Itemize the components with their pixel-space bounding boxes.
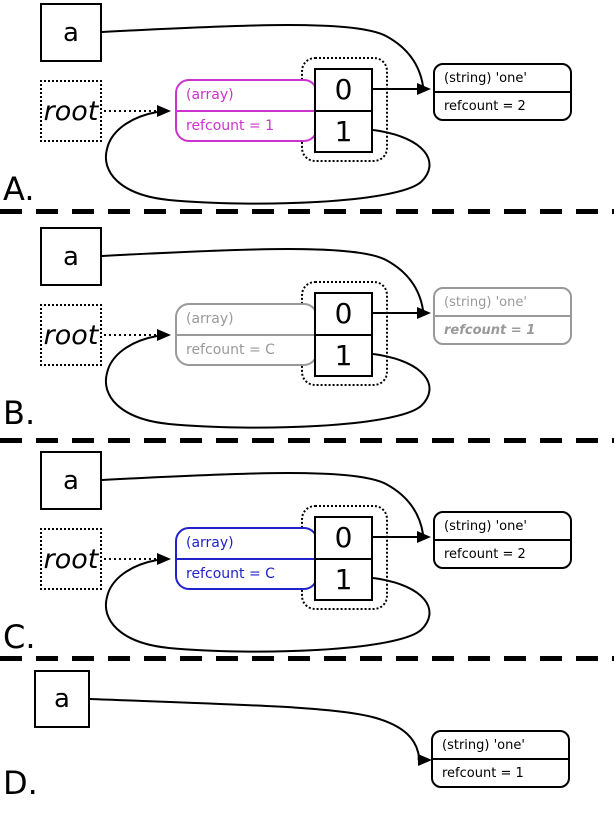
root-box: root xyxy=(40,528,102,590)
string-divider xyxy=(433,758,568,760)
root-label: root xyxy=(43,543,99,575)
variable-label: a xyxy=(63,17,79,48)
variable-label: a xyxy=(54,684,70,714)
array-refcount-label: refcount = C xyxy=(186,565,275,582)
string-divider xyxy=(435,539,570,541)
cell-divider xyxy=(316,333,371,336)
panel-label-b: B. xyxy=(3,394,36,432)
string-refcount-label: refcount = 2 xyxy=(444,98,526,114)
panel-d: a (string) 'one' refcount = 1 D. xyxy=(0,660,614,814)
panel-separator xyxy=(0,209,614,214)
string-node: (string) 'one' refcount = 2 xyxy=(433,511,572,569)
panel-label-c: C. xyxy=(3,618,36,656)
string-refcount-label: refcount = 1 xyxy=(444,322,536,338)
array-node: (array) refcount = 1 xyxy=(175,79,318,142)
string-type-label: (string) 'one' xyxy=(444,518,527,534)
string-refcount-label: refcount = 1 xyxy=(442,765,524,781)
string-node: (string) 'one' refcount = 2 xyxy=(433,63,572,121)
panel-separator xyxy=(0,438,614,443)
panel-a: a root (array) refcount = 1 0 1 (string)… xyxy=(0,0,614,212)
root-label: root xyxy=(43,95,99,127)
array-cells-table: 0 1 xyxy=(314,292,373,377)
cell-divider xyxy=(316,557,371,560)
cell-0: 0 xyxy=(334,73,353,107)
cell-1: 1 xyxy=(334,562,353,596)
string-refcount-label: refcount = 2 xyxy=(444,546,526,562)
array-node: (array) refcount = C xyxy=(175,303,318,366)
string-divider xyxy=(435,91,570,93)
a-to-string-arrow xyxy=(89,698,432,766)
cell-1: 1 xyxy=(334,114,353,148)
root-label: root xyxy=(43,319,99,351)
panel-label-d: D. xyxy=(3,764,38,802)
cell-divider xyxy=(316,109,371,112)
cell-0: 0 xyxy=(334,297,353,331)
string-type-label: (string) 'one' xyxy=(442,737,525,753)
array-divider xyxy=(177,333,316,336)
array-node: (array) refcount = C xyxy=(175,527,318,590)
string-type-label: (string) 'one' xyxy=(444,294,527,310)
variable-box-a: a xyxy=(40,3,102,62)
string-node: (string) 'one' refcount = 1 xyxy=(431,730,570,788)
cell-0: 0 xyxy=(334,521,353,555)
string-divider xyxy=(435,315,570,317)
array-type-label: (array) xyxy=(186,311,234,328)
cell-1: 1 xyxy=(334,338,353,372)
array-refcount-label: refcount = C xyxy=(186,341,275,358)
panel-label-a: A. xyxy=(3,170,35,208)
array-refcount-label: refcount = 1 xyxy=(186,117,275,134)
root-box: root xyxy=(40,304,102,366)
variable-box-a: a xyxy=(40,451,102,510)
panel-c: a root (array) refcount = C 0 1 (string)… xyxy=(0,448,614,660)
variable-box-a: a xyxy=(34,670,90,728)
panel-b: a root (array) refcount = C 0 1 (string)… xyxy=(0,224,614,436)
array-type-label: (array) xyxy=(186,535,234,552)
array-divider xyxy=(177,557,316,560)
root-box: root xyxy=(40,80,102,142)
array-cells-table: 0 1 xyxy=(314,68,373,153)
array-divider xyxy=(177,109,316,112)
string-node: (string) 'one' refcount = 1 xyxy=(433,287,572,345)
array-type-label: (array) xyxy=(186,87,234,104)
array-cells-table: 0 1 xyxy=(314,516,373,601)
panel-separator xyxy=(0,656,614,661)
variable-box-a: a xyxy=(40,227,102,286)
variable-label: a xyxy=(63,241,79,272)
variable-label: a xyxy=(63,465,79,496)
string-type-label: (string) 'one' xyxy=(444,70,527,86)
